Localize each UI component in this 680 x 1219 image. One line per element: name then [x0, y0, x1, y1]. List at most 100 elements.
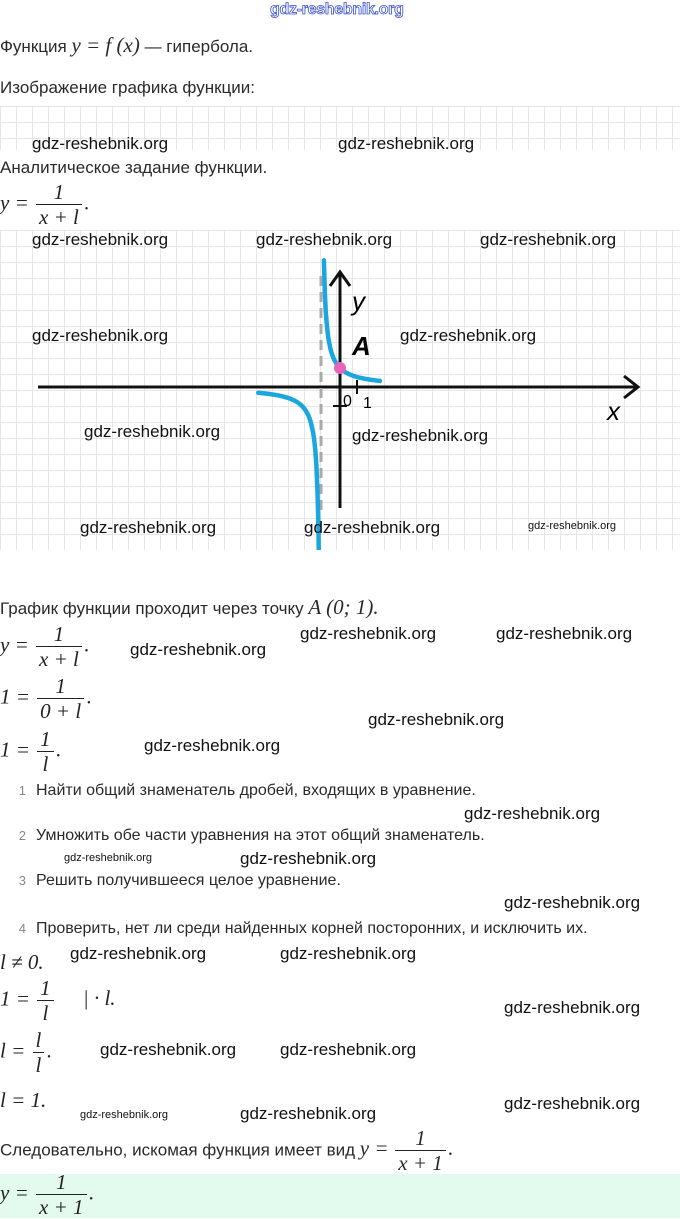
eq5-den: l [35, 1053, 42, 1077]
x-axis-arrow [623, 374, 641, 400]
watermark: gdz-reshebnik.org [80, 1109, 169, 1121]
condition: l ≠ 0. [0, 950, 44, 974]
graph-area: y x A 0 1 [0, 230, 680, 550]
step-number: 4 [18, 921, 26, 936]
hyperbola-lower-branch [256, 390, 321, 550]
grid-strip [0, 106, 680, 150]
point-a-marker [334, 362, 346, 374]
watermark: gdz-reshebnik.org [338, 134, 475, 153]
watermark: gdz-reshebnik.org [70, 944, 207, 963]
formula-den: x + l [39, 205, 79, 229]
watermark: gdz-reshebnik.org [528, 520, 617, 532]
eq4-num: 1 [37, 976, 54, 1001]
watermark: gdz-reshebnik.org [240, 1104, 377, 1123]
watermark: gdz-reshebnik.org [480, 230, 617, 249]
step-item: 4 Проверить, нет ли среди найденных корне… [0, 920, 588, 938]
watermark: gdz-reshebnik.org [144, 736, 281, 755]
step-number: 2 [18, 828, 26, 843]
formula-num: 1 [36, 180, 82, 205]
step-text: Найти общий знаменатель дробей, входящих… [36, 782, 476, 799]
step-number: 3 [18, 873, 26, 888]
answer-den: x + 1 [39, 1195, 84, 1219]
watermark: gdz-reshebnik.org [130, 640, 267, 659]
eq4-lhs: 1 = [0, 986, 30, 1011]
hyperbola-upper-branch [321, 258, 383, 384]
watermark: gdz-reshebnik.org [280, 1040, 417, 1059]
conclusion-lhs: y = [359, 1135, 389, 1160]
step-text: Решить получившееся целое уравнение. [36, 872, 341, 889]
watermark: gdz-reshebnik.org [280, 944, 417, 963]
eq5-num: l [32, 1028, 45, 1053]
watermark: gdz-reshebnik.org [256, 230, 393, 249]
y-axis-label: y [350, 286, 367, 316]
watermark: gdz-reshebnik.org [400, 326, 537, 345]
watermark: gdz-reshebnik.org [504, 1094, 641, 1113]
step-text: Умножить обе части уравнения на этот общ… [36, 827, 485, 844]
watermark: gdz-reshebnik.org [80, 518, 217, 537]
conclusion-num: 1 [395, 1126, 446, 1151]
watermark: gdz-reshebnik.org [504, 893, 641, 912]
watermark: gdz-reshebnik.org [32, 134, 169, 153]
point-a-label: A [351, 331, 371, 361]
watermark: gdz-reshebnik.org [304, 518, 441, 537]
eq4-den: l [42, 1001, 49, 1025]
origin-label: 0 [343, 393, 352, 410]
answer-lhs: y = [0, 1180, 29, 1205]
step-item: 1 Найти общий знаменатель дробей, входящи… [0, 782, 476, 800]
passes-text: График функции проходит через точку [0, 599, 304, 618]
conclusion-den: x + 1 [398, 1151, 443, 1175]
watermark: gdz-reshebnik.org [368, 710, 505, 729]
eq3-num: 1 [37, 727, 54, 752]
watermark: gdz-reshebnik.org [84, 422, 221, 441]
conclusion-text: Следовательно, искомая функция имеет вид [0, 1140, 356, 1160]
eq2-lhs: 1 = [0, 684, 30, 709]
watermark: gdz-reshebnik.org [496, 624, 633, 643]
x-axis-label: x [605, 396, 621, 426]
formula-lhs: y = [0, 190, 29, 215]
watermark: gdz-reshebnik.org [240, 849, 377, 868]
eq5-lhs: l = [0, 1038, 26, 1063]
intro-suffix: — гипербола. [144, 37, 254, 56]
watermark: gdz-reshebnik.org [464, 804, 601, 823]
intro-line: Функция y = f (x) — гипербола. [0, 33, 253, 58]
answer-num: 1 [36, 1170, 87, 1195]
y-axis-arrow [328, 269, 352, 287]
graph-heading: Изображение графика функции: [0, 78, 255, 97]
watermark: gdz-reshebnik.org [32, 326, 169, 345]
step-item: 3 Решить получившееся целое уравнение. [0, 872, 341, 890]
passes-point: A (0; 1). [308, 595, 379, 619]
eq3-den: l [42, 752, 49, 776]
eq1-num: 1 [36, 622, 82, 647]
unit-label: 1 [363, 395, 372, 412]
eq2-num: 1 [37, 674, 85, 699]
hyperbola-graph: y x A 0 1 [38, 258, 641, 550]
eq4-multiplier: | · l. [82, 986, 116, 1011]
conclusion-line: Следовательно, искомая функция имеет вид… [0, 1126, 454, 1175]
watermark: gdz-reshebnik.org [100, 1040, 237, 1059]
eq1-lhs: y = [0, 632, 29, 657]
analytic-heading: Аналитическое задание функции. [0, 158, 268, 177]
eq2-den: 0 + l [40, 699, 82, 723]
watermark: gdz-reshebnik.org [64, 852, 153, 864]
watermark: gdz-reshebnik.org [352, 426, 489, 445]
step-item: 2 Умножить обе части уравнения на этот об… [0, 827, 485, 845]
watermark: gdz-reshebnik.org [32, 230, 169, 249]
eq1-den: x + l [39, 647, 79, 671]
site-watermark-header: gdz-reshebnik.org [270, 1, 405, 19]
step-number: 1 [18, 783, 26, 798]
watermark: gdz-reshebnik.org [504, 998, 641, 1017]
watermark: gdz-reshebnik.org [300, 624, 437, 643]
intro-prefix: Функция [0, 37, 67, 56]
step-text: Проверить, нет ли среди найденных корней… [36, 920, 588, 937]
eq3-lhs: 1 = [0, 737, 30, 762]
equation-6: l = 1. [0, 1088, 47, 1112]
passes-line: График функции проходит через точку A (0… [0, 595, 379, 620]
